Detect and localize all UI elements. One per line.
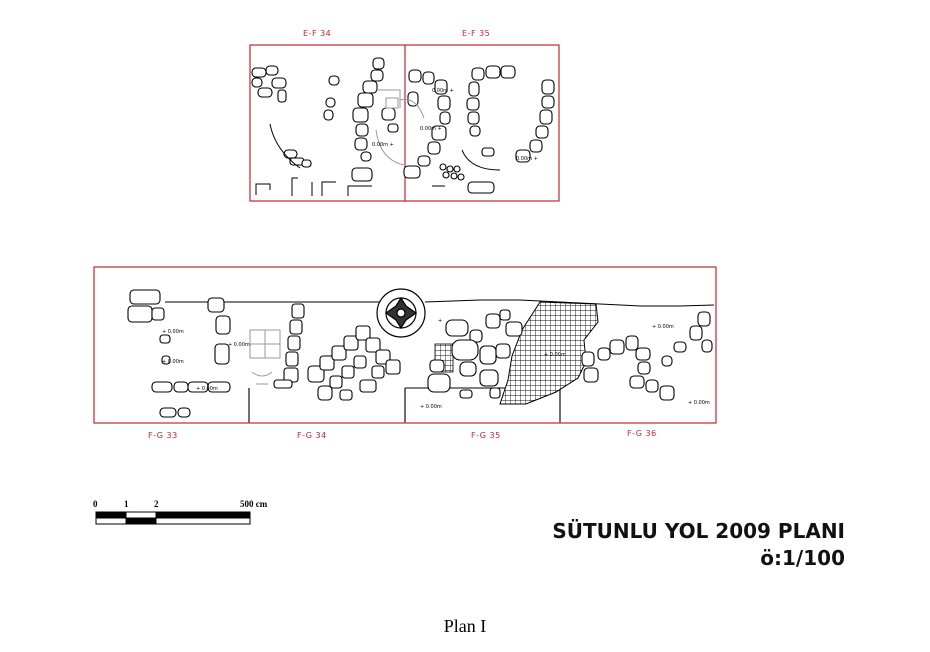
svg-text:+ 0.00m: + 0.00m <box>162 329 184 335</box>
svg-text:0.00m +: 0.00m + <box>432 88 454 94</box>
scale-bar <box>95 511 251 525</box>
grid-label-ef34: E-F 34 <box>303 29 332 38</box>
plan-scale: ö:1/100 <box>760 546 845 570</box>
scale-tick-0: 0 <box>93 499 98 509</box>
svg-text:+ 0.00m: + 0.00m <box>652 324 674 330</box>
column-drum <box>376 288 426 338</box>
svg-text:+ 0.00m: + 0.00m <box>228 342 250 348</box>
lower-trench-grey-lines <box>249 329 281 385</box>
scale-tick-2: 2 <box>154 499 159 509</box>
lower-trench-stones <box>127 289 713 418</box>
svg-text:+ 0.00m: + 0.00m <box>688 400 710 406</box>
svg-text:0.00m +: 0.00m + <box>516 156 538 162</box>
svg-text:0.00m +: 0.00m + <box>420 126 442 132</box>
svg-text:+ 0.00m: + 0.00m <box>420 404 442 410</box>
grid-label-ef35: E-F 35 <box>462 29 491 38</box>
upper-trench-linework <box>255 123 501 196</box>
svg-text:0.00m +: 0.00m + <box>372 142 394 148</box>
figure-caption: Plan I <box>443 616 487 636</box>
grid-label-fg33: F-G 33 <box>148 431 178 440</box>
scale-tick-1: 1 <box>124 499 129 509</box>
elevation-markers: + 0.00m + 0.00m + 0.00m + 0.00m 0.00m + … <box>162 88 710 410</box>
upper-trench-stones <box>251 57 555 194</box>
grid-label-fg34: F-G 34 <box>297 431 327 440</box>
svg-text:+ 0.00m: + 0.00m <box>162 359 184 365</box>
grid-label-fg35: F-G 35 <box>471 431 501 440</box>
svg-text:+ 0.00m: + 0.00m <box>196 386 218 392</box>
svg-text:+: + <box>438 318 442 324</box>
upper-trench-grey-outline <box>375 89 425 166</box>
grid-label-fg36: F-G 36 <box>627 429 657 438</box>
scale-tick-end: 500 cm <box>240 499 268 509</box>
plan-title: SÜTUNLU YOL 2009 PLANI <box>552 519 845 543</box>
svg-text:+ 0.00m: + 0.00m <box>544 352 566 358</box>
